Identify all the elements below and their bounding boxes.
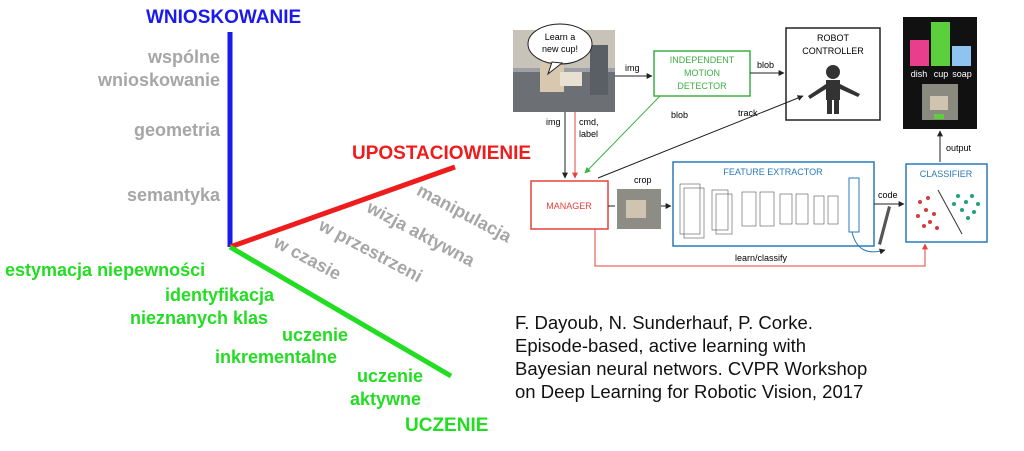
feature-extractor-box [672, 161, 875, 247]
citation-line-3: Bayesian neural networs. CVPR Workshop [515, 358, 868, 379]
bar-label-dish: dish [911, 69, 928, 79]
label-uczenie-1: uczenie [282, 325, 349, 345]
robot-icon [808, 65, 860, 114]
class-dots-green [952, 194, 980, 220]
feature-extractor-label: FEATURE EXTRACTOR [723, 167, 823, 177]
label-output: output [946, 143, 972, 153]
label-img-1: img [625, 63, 640, 73]
axis-upostaciowienie-line [229, 164, 456, 250]
label-wnioskowanie: wnioskowanie [97, 70, 220, 90]
label-cmd-2: label [579, 129, 598, 139]
axis-title-upostaciowienie: UPOSTACIOWIENIE [352, 143, 532, 164]
axis-title-wnioskowanie: WNIOSKOWANIE [146, 7, 302, 28]
label-geometria: geometria [133, 120, 220, 140]
imd-line-3: DETECTOR [677, 81, 727, 91]
bar-soap [952, 46, 971, 66]
arrow-track [597, 95, 804, 179]
arrow-learn-classify [594, 229, 928, 267]
axis-title-uczenie: UCZENIE [405, 415, 489, 436]
output-thumbnail [922, 84, 958, 120]
robot-line-2: CONTROLLER [802, 46, 864, 56]
citation: F. Dayoub, N. Sunderhauf, P. Corke. Epis… [515, 311, 975, 403]
label-aktywne: aktywne [350, 389, 422, 409]
label-track: track [738, 108, 758, 118]
robot-line-1: ROBOT [817, 33, 850, 43]
pen-icon [878, 206, 891, 245]
manager-label: MANAGER [546, 201, 592, 211]
arrow-feedback-loop [851, 231, 886, 255]
network-diagram [679, 177, 860, 239]
label-cmd-1: cmd, [579, 117, 599, 127]
speech-line-1: Learn a [545, 32, 576, 42]
label-learn-classify: learn/classify [735, 253, 788, 263]
imd-line-2: MOTION [684, 68, 720, 78]
label-semantyka: semantyka [126, 185, 220, 205]
arrow-imd-to-manager [584, 95, 661, 174]
bar-label-cup: cup [934, 69, 949, 79]
citation-line-1: F. Dayoub, N. Sunderhauf, P. Corke. [515, 312, 813, 333]
axis-uczenie-line [228, 244, 453, 379]
label-wspolne: wspólne [147, 47, 220, 67]
label-uczenie-2: uczenie [357, 366, 424, 386]
label-inkrementalne: inkrementalne [215, 347, 338, 367]
speech-line-2: new cup! [542, 44, 578, 54]
label-code: code [878, 190, 898, 200]
class-dots-red [916, 196, 939, 230]
label-blob-1: blob [757, 60, 774, 70]
manager-box [530, 180, 609, 230]
label-crop: crop [634, 175, 652, 185]
citation-line-4: on Deep Learning for Robotic Vision, 201… [515, 381, 864, 402]
label-estymacja: estymacja niepewności [5, 260, 206, 280]
imd-box [653, 50, 751, 97]
bar-label-soap: soap [952, 69, 972, 79]
label-img-2: img [546, 117, 561, 127]
classifier-label: CLASSIFIER [920, 169, 973, 179]
bar-cup [931, 22, 950, 66]
classifier-boundary [937, 189, 963, 235]
crop-thumbnail [617, 189, 661, 229]
bar-dish [910, 40, 929, 66]
label-nieznanych-klas: nieznanych klas [130, 308, 269, 328]
label-blob-2: blob [671, 110, 688, 120]
label-identyfikacja: identyfikacja [165, 285, 275, 305]
citation-line-2: Episode-based, active learning with [515, 335, 807, 356]
imd-line-1: INDEPENDENT [670, 55, 735, 65]
speech-bubble: Learn a new cup! [527, 23, 593, 76]
